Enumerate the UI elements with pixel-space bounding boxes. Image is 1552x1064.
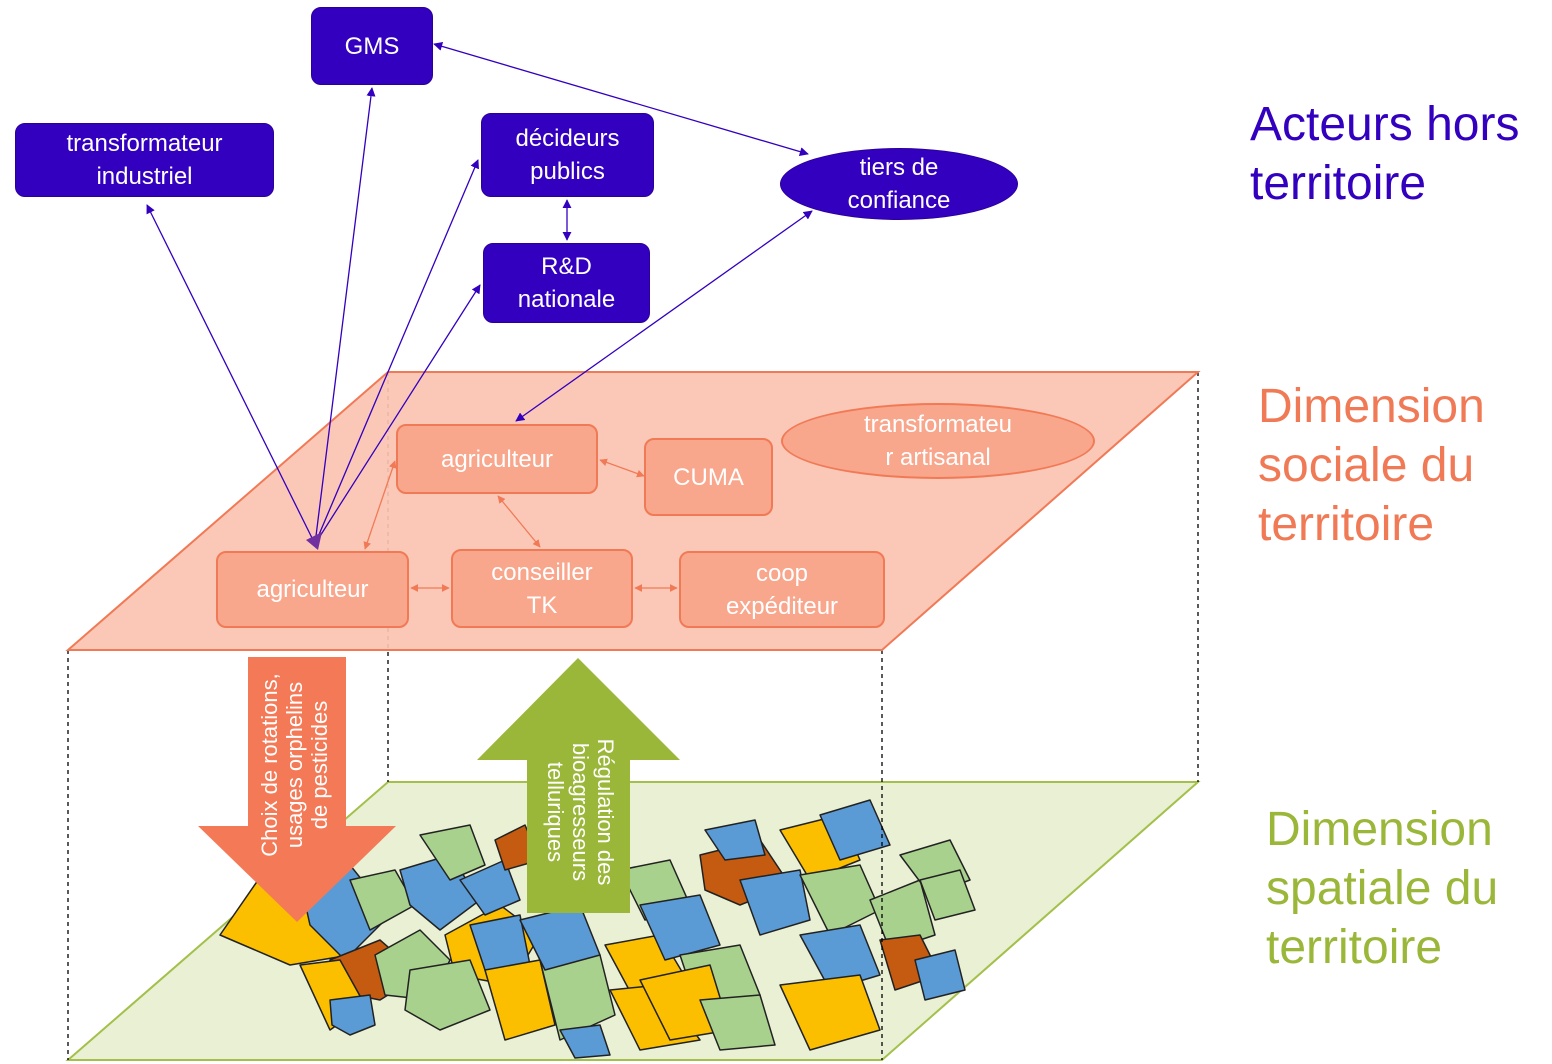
tiers-de-confiance-line-1: tiers de (859, 154, 939, 181)
rd-nationale-line-1: R&D (541, 253, 592, 280)
parcel (799, 924, 881, 991)
parcel (779, 974, 881, 1051)
parcel (639, 894, 721, 961)
agriculteur-bottom-node: agriculteur (216, 551, 409, 628)
social-links (363, 458, 678, 592)
parcel (459, 859, 521, 916)
down-arrow-line-1: Choix de rotations, (257, 673, 282, 857)
external-links (146, 41, 813, 545)
coop-expediteur-node: coop expéditeur (679, 551, 885, 628)
parcel (484, 959, 556, 1041)
decideurs-publics-line-1: décideurs (515, 125, 620, 152)
parcel-mosaic (219, 799, 976, 1059)
sociale-line-2: sociale du (1258, 439, 1475, 492)
parcel (329, 994, 376, 1036)
parcel (559, 1024, 611, 1059)
agriculteur-top-label: agriculteur (440, 445, 554, 473)
hub-arrowhead (306, 532, 322, 550)
tiers-de-confiance-node: tiers de confiance (780, 148, 1018, 220)
rd-nationale-node: R&D nationale (483, 243, 650, 323)
decideurs-publics-line-2: publics (530, 158, 605, 185)
label-acteurs-hors-territoire: Acteurs hors territoire (1250, 95, 1519, 213)
spatiale-line-2: spatiale du (1266, 862, 1499, 915)
transformateur-industriel-node: transformateur industriel (15, 123, 274, 197)
parcel (819, 799, 891, 861)
spatiale-line-1: Dimension (1266, 803, 1493, 856)
gms-node: GMS (311, 7, 433, 85)
rd-nationale-line-2: nationale (517, 286, 616, 313)
parcel (914, 949, 966, 1001)
transformateur-artisanal-line-2: r artisanal (885, 444, 991, 471)
up-arrow-line-3: telluriques (543, 761, 568, 863)
up-arrow-line-2: bioagresseurs (568, 742, 593, 882)
tiers-de-confiance-line-2: confiance (847, 187, 951, 214)
transformateur-artisanal-node: transformateu r artisanal (781, 403, 1095, 479)
transformateur-industriel-line-1: transformateur (66, 130, 223, 157)
conseiller-tk-line-1: conseiller (491, 558, 593, 586)
cuma-label: CUMA (673, 463, 744, 491)
label-dimension-spatiale: Dimension spatiale du territoire (1266, 800, 1498, 977)
coop-expediteur-line-1: coop (755, 559, 809, 587)
coop-expediteur-line-2: expéditeur (725, 592, 839, 620)
down-arrow-line-2: usages orphelins (282, 681, 307, 849)
down-arrow (198, 657, 396, 922)
transformateur-artisanal-line-1: transformateu (863, 411, 1013, 438)
parcel (404, 959, 491, 1031)
parcel (704, 819, 766, 861)
parcel (919, 869, 976, 921)
agriculteur-bottom-label: agriculteur (256, 576, 369, 603)
sociale-line-1: Dimension (1258, 380, 1485, 433)
spatiale-line-3: territoire (1266, 921, 1443, 974)
acteurs-line-1: Acteurs hors (1250, 98, 1520, 151)
label-dimension-sociale: Dimension sociale du territoire (1258, 377, 1485, 554)
decideurs-publics-node: décideurs publics (481, 113, 654, 197)
parcel (739, 869, 811, 936)
parcel (869, 879, 936, 951)
down-arrow-line-3: de pesticides (307, 700, 332, 830)
up-arrow-line-1: Régulation des (593, 738, 618, 886)
conseiller-tk-node: conseiller TK (451, 549, 633, 628)
acteurs-line-2: territoire (1250, 157, 1427, 210)
conseiller-tk-line-2: TK (526, 591, 558, 619)
parcel (699, 994, 776, 1051)
gms-label: GMS (344, 32, 400, 60)
up-arrow (477, 658, 680, 913)
sociale-line-3: territoire (1258, 498, 1435, 551)
transformateur-industriel-line-2: industriel (96, 163, 193, 190)
cuma-node: CUMA (644, 438, 773, 516)
parcel (419, 824, 486, 881)
agriculteur-top-node: agriculteur (396, 424, 598, 494)
